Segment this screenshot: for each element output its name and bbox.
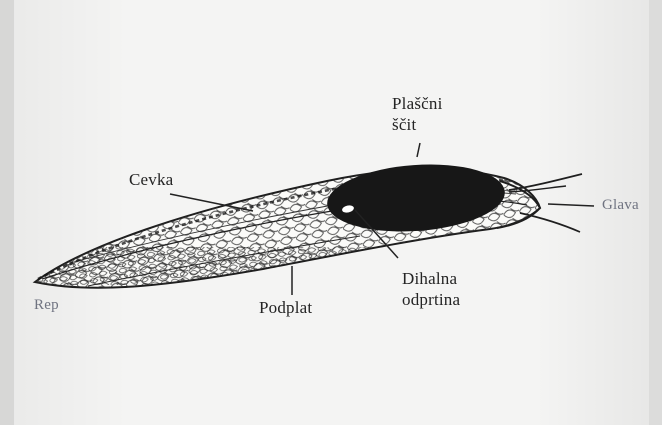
dihalna-odprtina-label-line-1: Dihalna — [402, 269, 457, 288]
upper-tentacle — [509, 174, 582, 190]
lower-tentacle — [520, 213, 580, 232]
dihalna-odprtina-label-line-2: odprtina — [402, 290, 460, 309]
plascni-scit-label-line-2: ščit — [392, 115, 416, 134]
cevka-label: Cevka — [129, 171, 173, 188]
plascni-scit-label: Plaščni ščit — [392, 93, 462, 135]
rep-label: Rep — [34, 298, 59, 313]
plascni-scit-label-line-1: Plaščni — [392, 94, 443, 113]
glava-pointer — [548, 204, 594, 206]
plascni-scit-pointer — [417, 143, 420, 157]
glava-label: Glava — [602, 198, 639, 213]
podplat-label: Podplat — [259, 299, 312, 316]
dihalna-odprtina-label: Dihalna odprtina — [402, 268, 494, 310]
